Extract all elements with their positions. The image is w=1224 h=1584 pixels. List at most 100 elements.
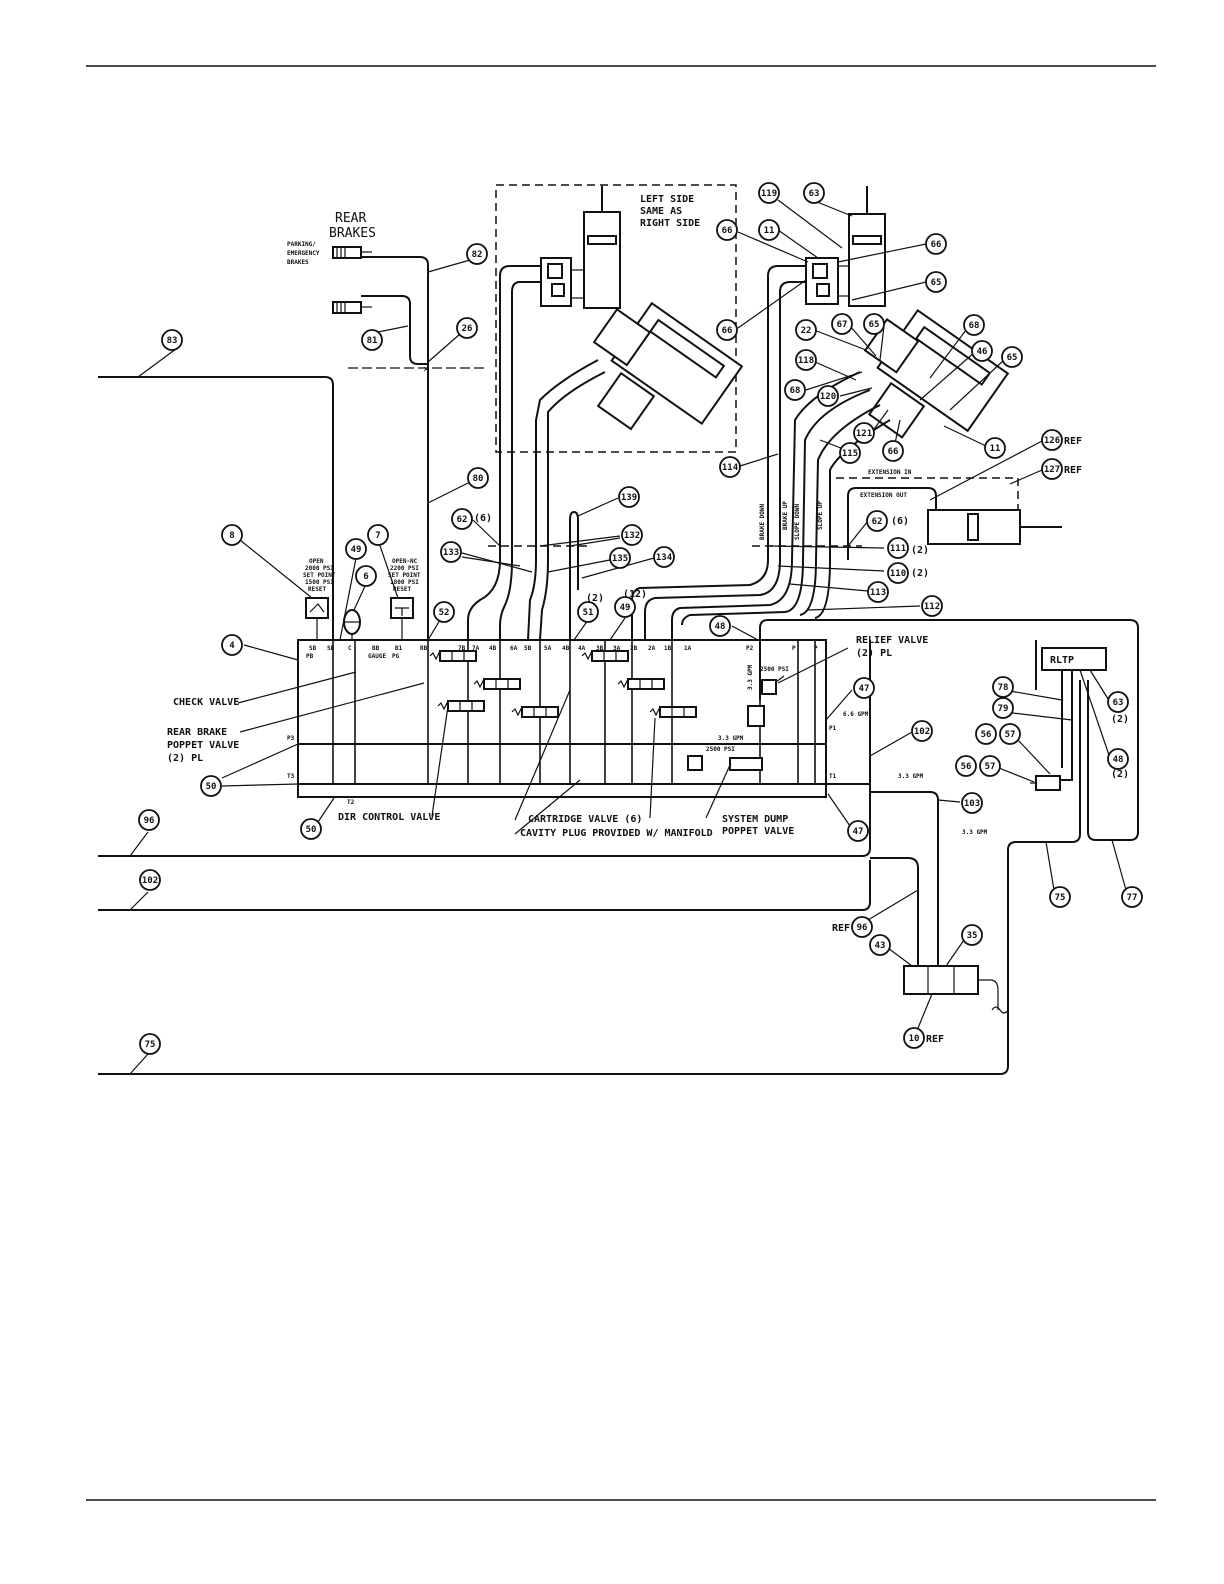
svg-text:63: 63 xyxy=(809,189,820,199)
callout-35: 35 xyxy=(961,924,983,946)
qty-2e: (2) xyxy=(1111,769,1129,780)
rear-brake-poppet-2: POPPET VALVE xyxy=(167,740,239,751)
svg-text:135: 135 xyxy=(612,554,628,564)
svg-text:83: 83 xyxy=(167,336,178,346)
callout-63b: 63 xyxy=(1107,691,1129,713)
callout-111: 111 xyxy=(887,537,909,559)
bulkhead-cross: ✕ xyxy=(423,364,429,375)
svg-text:49: 49 xyxy=(351,545,362,555)
callout-57a: 57 xyxy=(999,723,1021,745)
svg-text:48: 48 xyxy=(715,622,726,632)
return-line-77 xyxy=(759,619,1139,841)
left-slope-cylinder xyxy=(592,301,744,431)
callout-50a: 50 xyxy=(200,775,222,797)
callout-112: 112 xyxy=(921,595,943,617)
ref-96: REF xyxy=(832,923,850,934)
callout-75b: 75 xyxy=(1049,886,1071,908)
svg-text:67: 67 xyxy=(837,320,848,330)
svg-text:139: 139 xyxy=(621,493,637,503)
left-side-label-1: LEFT SIDE xyxy=(640,194,694,205)
svg-text:102: 102 xyxy=(914,727,930,737)
port-label: 7A xyxy=(472,645,480,652)
port-label: 7B xyxy=(458,645,466,652)
callout-68b: 68 xyxy=(784,379,806,401)
svg-text:22: 22 xyxy=(801,326,812,336)
port-label: SB xyxy=(309,645,317,652)
callout-48b: 48 xyxy=(1107,748,1129,770)
callout-56b: 56 xyxy=(955,755,977,777)
system-dump-1: SYSTEM DUMP xyxy=(722,814,788,825)
pg-label: PG xyxy=(392,653,400,660)
callout-22: 22 xyxy=(795,319,817,341)
check-valve-label: CHECK VALVE xyxy=(173,697,239,708)
svg-text:46: 46 xyxy=(977,347,988,357)
callout-82: 82 xyxy=(466,243,488,265)
svg-text:65: 65 xyxy=(869,320,880,330)
svg-text:96: 96 xyxy=(857,923,868,933)
port-label: 5A xyxy=(544,645,552,652)
brake-cylinder-bottom xyxy=(332,301,372,314)
t1-label: T1 xyxy=(829,773,837,780)
right-brake-cylinder xyxy=(805,186,886,307)
svg-text:75: 75 xyxy=(1055,893,1066,903)
sw-right-5: RESET xyxy=(393,586,411,593)
sw-left-1: OPEN xyxy=(309,558,324,565)
ref-10: REF xyxy=(926,1034,944,1045)
svg-text:6: 6 xyxy=(363,572,368,582)
callout-46: 46 xyxy=(971,340,993,362)
pressure-switch-left xyxy=(305,597,329,640)
callout-66b: 66 xyxy=(925,233,947,255)
svg-text:127: 127 xyxy=(1044,465,1060,475)
relief-valve-1: RELIEF VALVE xyxy=(856,635,928,646)
left-hose-3 xyxy=(527,359,599,641)
callout-47b: 47 xyxy=(847,820,869,842)
left-hose-2 xyxy=(499,281,540,640)
svg-text:65: 65 xyxy=(1007,353,1018,363)
gpm-33c-label: 3.3 GPM xyxy=(718,735,744,742)
svg-text:126: 126 xyxy=(1044,436,1060,446)
svg-text:66: 66 xyxy=(722,226,733,236)
svg-text:51: 51 xyxy=(583,608,594,618)
callout-121: 121 xyxy=(853,422,875,444)
brake-up-label: BRAKE UP xyxy=(782,501,789,530)
callout-65b: 65 xyxy=(863,313,885,335)
callout-115: 115 xyxy=(839,442,861,464)
cartridge-valve-symbol xyxy=(429,650,477,662)
callout-102a: 102 xyxy=(911,720,933,742)
callout-43: 43 xyxy=(869,934,891,956)
qty-6b: (6) xyxy=(891,516,909,527)
line-96 xyxy=(98,640,871,857)
callout-62a: 62 xyxy=(451,508,473,530)
callout-49b: 49 xyxy=(614,596,636,618)
svg-text:134: 134 xyxy=(656,553,673,563)
qty-6a: (6) xyxy=(474,513,492,524)
svg-text:26: 26 xyxy=(462,324,473,334)
port-label: 4B xyxy=(562,645,570,652)
t3-label: T3 xyxy=(287,773,295,780)
svg-text:57: 57 xyxy=(985,762,996,772)
callout-66a: 66 xyxy=(716,219,738,241)
rear-brakes-title-1: REAR xyxy=(335,211,366,226)
svg-text:110: 110 xyxy=(890,569,906,579)
port-label: 1B xyxy=(664,645,672,652)
port-label: RB xyxy=(420,645,428,652)
cartridge-valve-symbol xyxy=(581,650,629,662)
extension-out-label: EXTENSION OUT xyxy=(860,492,907,499)
callout-102b: 102 xyxy=(139,869,161,891)
callout-65c: 65 xyxy=(1001,346,1023,368)
left-side-label-2: SAME AS xyxy=(640,206,682,217)
svg-text:114: 114 xyxy=(722,463,739,473)
sw-right-1: OPEN-NC xyxy=(392,558,418,565)
line-102 xyxy=(98,860,871,911)
svg-text:11: 11 xyxy=(764,226,775,236)
accumulator xyxy=(343,609,361,640)
callout-80: 80 xyxy=(467,467,489,489)
port-label: 4B xyxy=(489,645,497,652)
svg-text:112: 112 xyxy=(924,602,940,612)
svg-text:120: 120 xyxy=(820,392,836,402)
slope-up-label: SLOPE UP xyxy=(817,501,824,530)
cartridge-valve-symbol xyxy=(511,706,559,718)
cartridge-valve-symbol xyxy=(617,678,665,690)
cartridge-valves xyxy=(429,650,697,718)
callout-134: 134 xyxy=(653,546,675,568)
